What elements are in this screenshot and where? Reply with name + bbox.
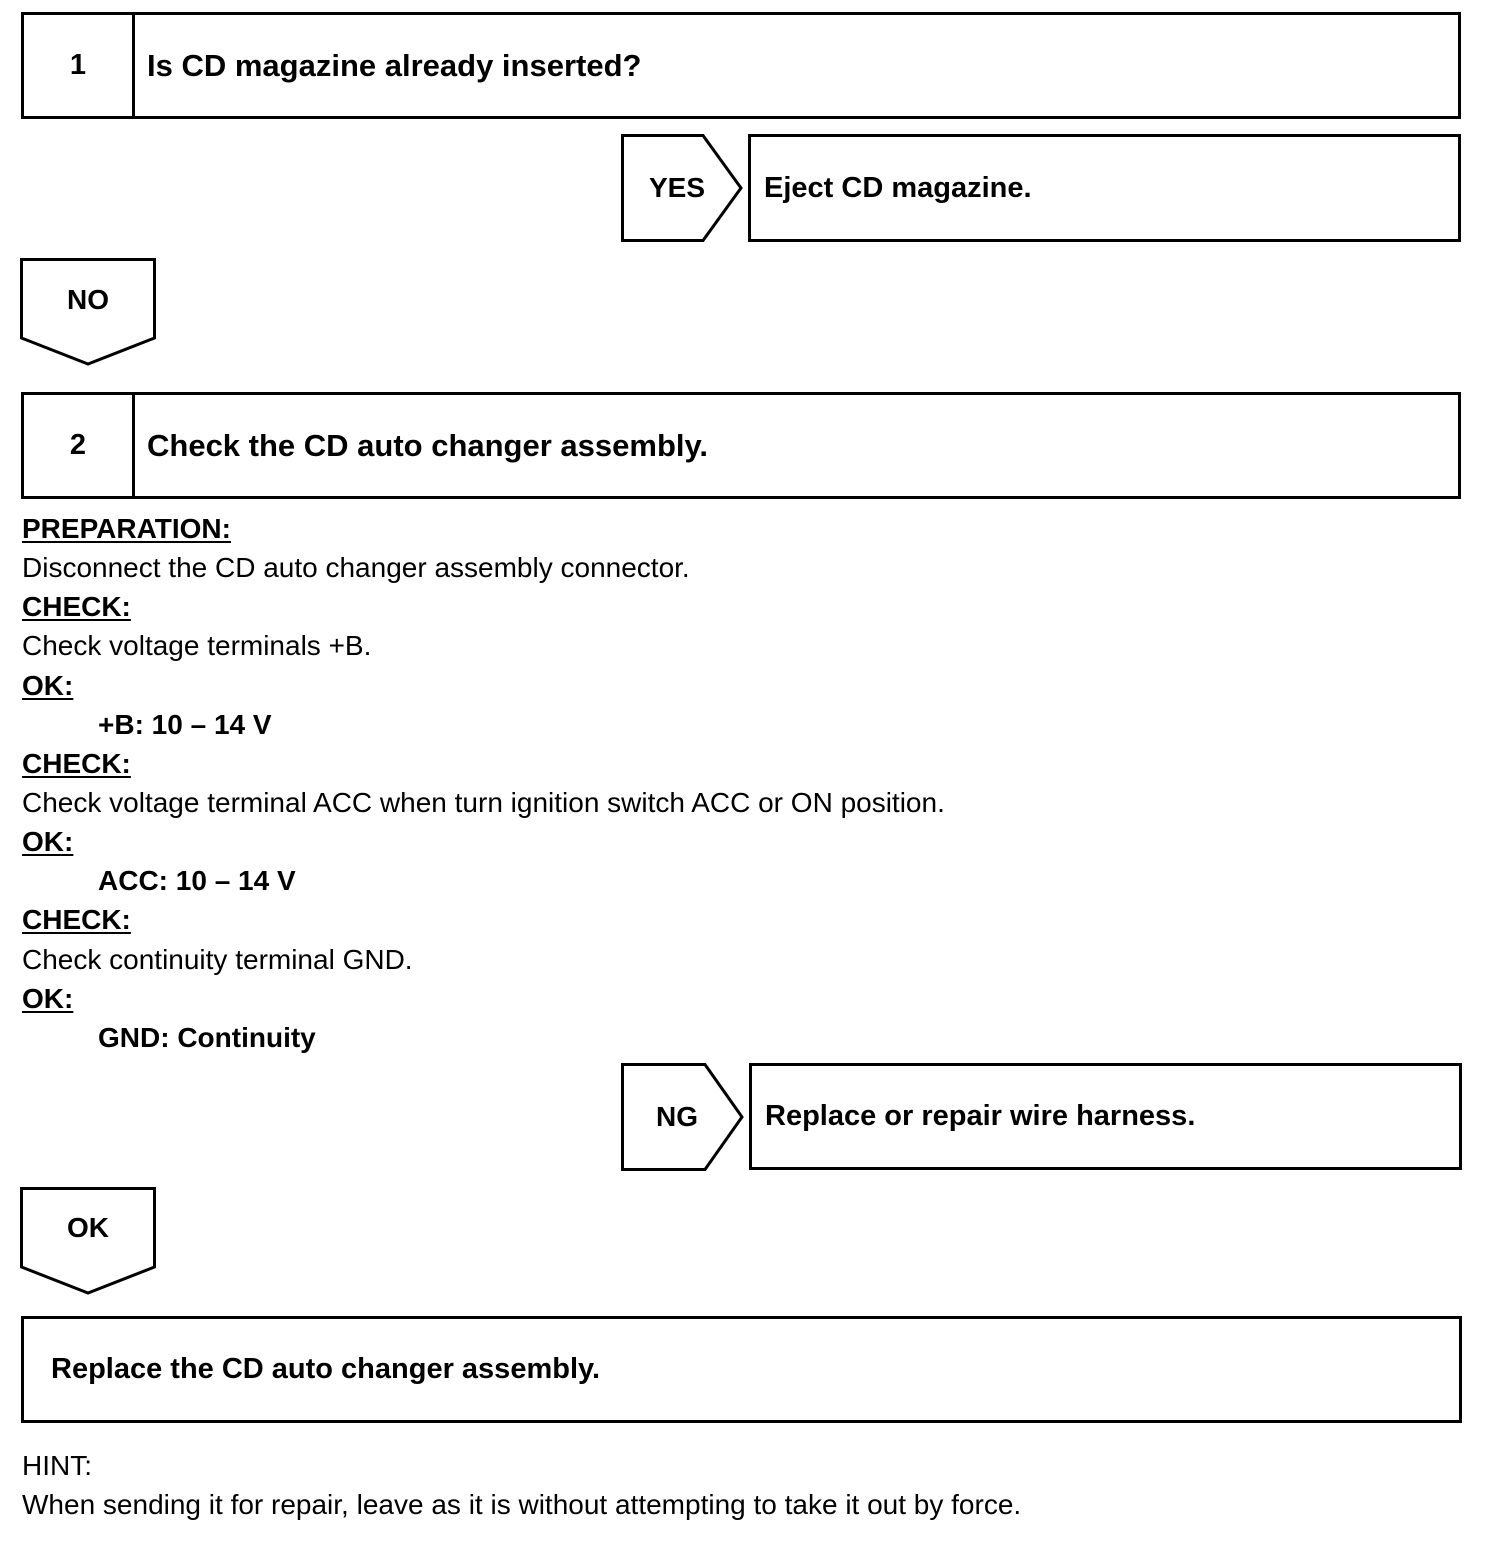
ok-1-heading: OK: bbox=[22, 670, 74, 701]
ng-result-box: Replace or repair wire harness. bbox=[749, 1063, 1462, 1170]
final-action-box: Replace the CD auto changer assembly. bbox=[21, 1316, 1462, 1423]
ok-label: OK bbox=[67, 1212, 109, 1243]
ng-arrow-icon bbox=[621, 1063, 744, 1171]
step-1-title: Is CD magazine already inserted? bbox=[147, 47, 642, 83]
no-arrow-icon bbox=[20, 258, 156, 366]
ng-result-text: Replace or repair wire harness. bbox=[765, 1100, 1196, 1132]
check-3-text: Check continuity terminal GND. bbox=[22, 944, 413, 975]
yes-result-box: Eject CD magazine. bbox=[748, 134, 1461, 242]
ng-label: NG bbox=[656, 1101, 698, 1132]
check-3-heading: CHECK: bbox=[22, 904, 131, 935]
ok-3-heading: OK: bbox=[22, 983, 74, 1014]
check-1-heading: CHECK: bbox=[22, 591, 131, 622]
final-action-text: Replace the CD auto changer assembly. bbox=[51, 1353, 601, 1385]
yes-result-text: Eject CD magazine. bbox=[764, 171, 1032, 204]
check-2-heading: CHECK: bbox=[22, 748, 131, 779]
ok-arrow-icon bbox=[20, 1187, 156, 1295]
ok-2-heading: OK: bbox=[22, 826, 74, 857]
ok-3-spec: GND: Continuity bbox=[98, 1022, 316, 1053]
step-2-title: Check the CD auto changer assembly. bbox=[147, 427, 709, 463]
no-label: NO bbox=[67, 284, 109, 315]
step-1-number: 1 bbox=[24, 15, 135, 116]
yes-label: YES bbox=[648, 172, 706, 203]
ok-2-spec: ACC: 10 – 14 V bbox=[98, 865, 296, 896]
check-2-text: Check voltage terminal ACC when turn ign… bbox=[22, 787, 945, 818]
step-2-number: 2 bbox=[24, 395, 135, 496]
hint-text: When sending it for repair, leave as it … bbox=[22, 1489, 1022, 1520]
hint-heading: HINT: bbox=[22, 1450, 92, 1481]
ok-1-spec: +B: 10 – 14 V bbox=[98, 709, 272, 740]
check-1-text: Check voltage terminals +B. bbox=[22, 630, 372, 661]
preparation-heading: PREPARATION: bbox=[22, 513, 231, 544]
yes-arrow-icon bbox=[621, 134, 743, 242]
step-2-box: 2 Check the CD auto changer assembly. bbox=[21, 392, 1461, 499]
preparation-text: Disconnect the CD auto changer assembly … bbox=[22, 552, 690, 583]
step-1-box: 1 Is CD magazine already inserted? bbox=[21, 12, 1461, 119]
